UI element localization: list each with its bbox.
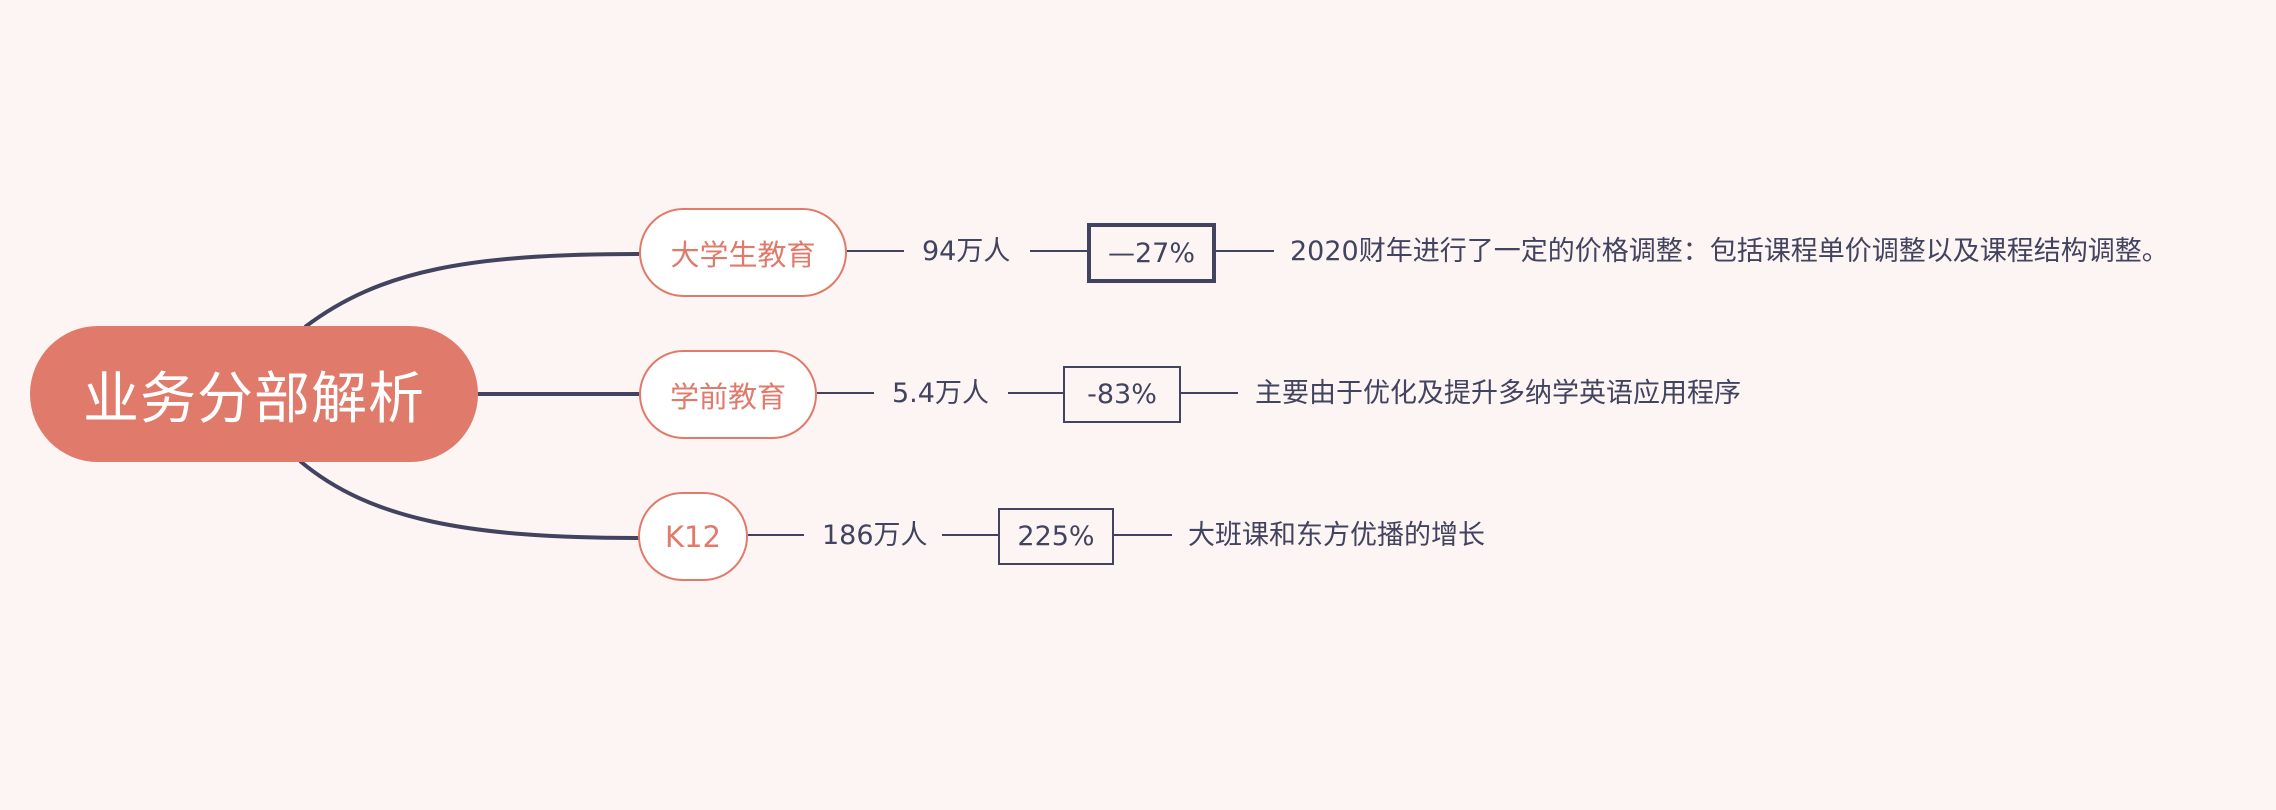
connector-line: [1008, 392, 1063, 394]
change-value: 225%: [1017, 521, 1095, 552]
branch-node-university[interactable]: 大学生教育: [639, 208, 847, 297]
branch-label: K12: [665, 519, 721, 554]
student-count-k12[interactable]: 186万人: [822, 520, 928, 551]
connector-root-to-branch-3: [298, 459, 640, 540]
connector-line: [1114, 534, 1172, 536]
connector-line: [1216, 250, 1274, 252]
description-university[interactable]: 2020财年进行了一定的价格调整：包括课程单价调整以及课程结构调整。: [1290, 236, 2169, 267]
branch-label: 学前教育: [669, 379, 786, 414]
change-value: -83%: [1087, 379, 1157, 410]
connector-line: [942, 534, 998, 536]
connector-line: [817, 392, 874, 394]
branch-node-preschool[interactable]: 学前教育: [639, 350, 817, 439]
branch-node-k12[interactable]: K12: [638, 492, 748, 581]
student-count-university[interactable]: 94万人: [922, 236, 1011, 267]
change-box-university[interactable]: —27%: [1087, 223, 1216, 283]
student-count-preschool[interactable]: 5.4万人: [892, 378, 989, 409]
root-node-label: 业务分部解析: [83, 366, 425, 432]
connector-line: [1181, 392, 1238, 394]
change-box-preschool[interactable]: -83%: [1063, 366, 1181, 423]
description-preschool[interactable]: 主要由于优化及提升多纳学英语应用程序: [1255, 378, 1741, 409]
connector-line: [1030, 250, 1087, 252]
connector-line: [748, 534, 804, 536]
connector-root-to-branch-1: [303, 252, 640, 329]
change-box-k12[interactable]: 225%: [998, 508, 1114, 565]
root-node[interactable]: 业务分部解析: [30, 326, 478, 462]
description-k12[interactable]: 大班课和东方优播的增长: [1188, 520, 1485, 551]
change-value: —27%: [1107, 237, 1195, 269]
connector-line: [847, 250, 904, 252]
branch-label: 大学生教育: [670, 237, 816, 272]
